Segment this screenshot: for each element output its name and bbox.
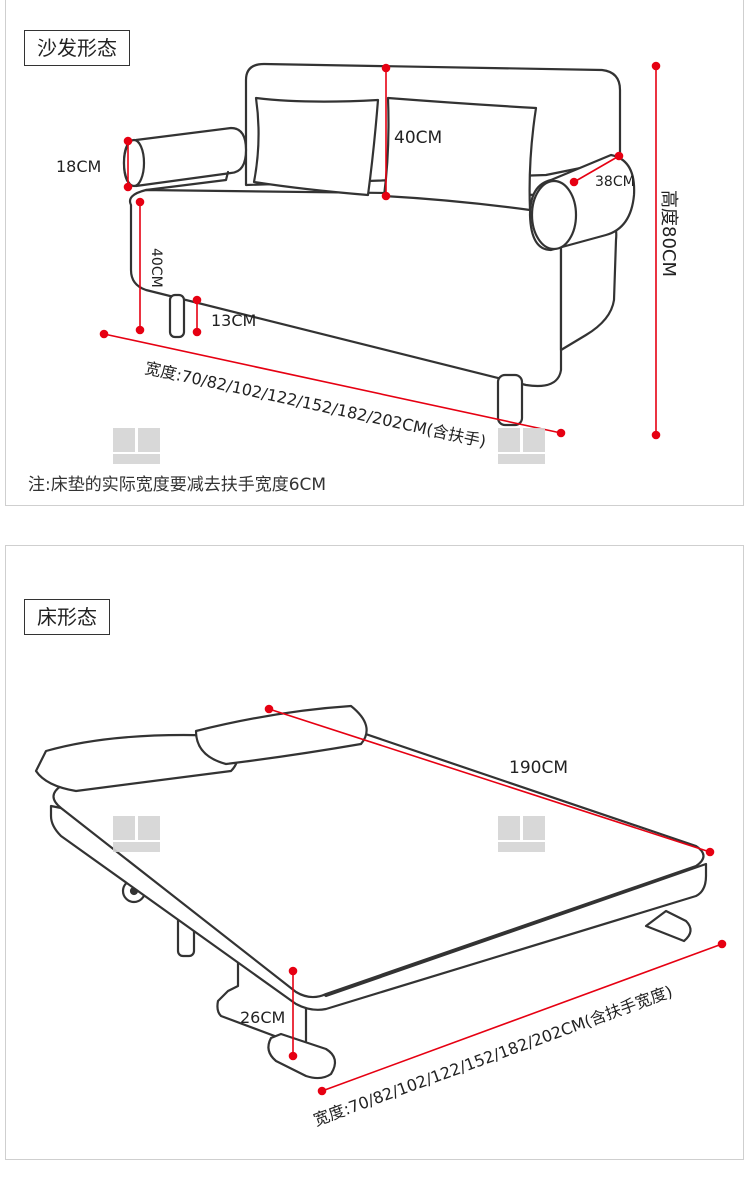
sofa-right-cushion [382,96,538,212]
sofa-mode-tag: 沙发形态 [24,30,130,66]
sofa-drawing: 18CM 40CM 38CM 高度80CM 40CM 13CM 宽度:70/82… [56,61,679,464]
bed-pillow-left [34,733,239,793]
sofa-arm-height-label: 18CM [56,157,101,176]
bed-front-roller [267,1032,337,1080]
bed-height-label: 26CM [240,1008,285,1027]
sofa-left-cushion [252,96,380,197]
bed-mattress-top [52,722,705,999]
watermark-logo [113,428,545,464]
sofa-back-height-label: 40CM [394,128,442,148]
sofa-leg-right [496,373,524,427]
sofa-front-height-label: 40CM [148,248,164,288]
bed-mode-tag: 床形态 [24,599,110,635]
bed-width-label: 宽度:70/82/102/122/152/182/202CM(含扶手宽度) [311,982,675,1130]
bed-mattress-side [49,804,708,1011]
sofa-leg-height-label: 13CM [211,311,256,330]
sofa-arm-diameter-label: 38CM [595,174,635,190]
sofa-panel: 沙发形态 [5,0,744,506]
sofa-mattress-note: 注:床垫的实际宽度要减去扶手宽度6CM [28,475,327,495]
bed-length-label: 190CM [509,758,568,778]
bed-rear-support [644,909,692,943]
bed-panel: 床形态 [5,545,744,1160]
sofa-seat-body [128,188,564,388]
sofa-total-height-label: 高度80CM [658,190,679,277]
sofa-width-label: 宽度:70/82/102/122/152/182/202CM(含扶手) [143,358,488,451]
watermark-logo [113,816,545,852]
sofa-leg-left [168,293,186,339]
bed-drawing: 190CM 26CM 宽度:70/82/102/122/152/182/202C… [34,704,727,1130]
